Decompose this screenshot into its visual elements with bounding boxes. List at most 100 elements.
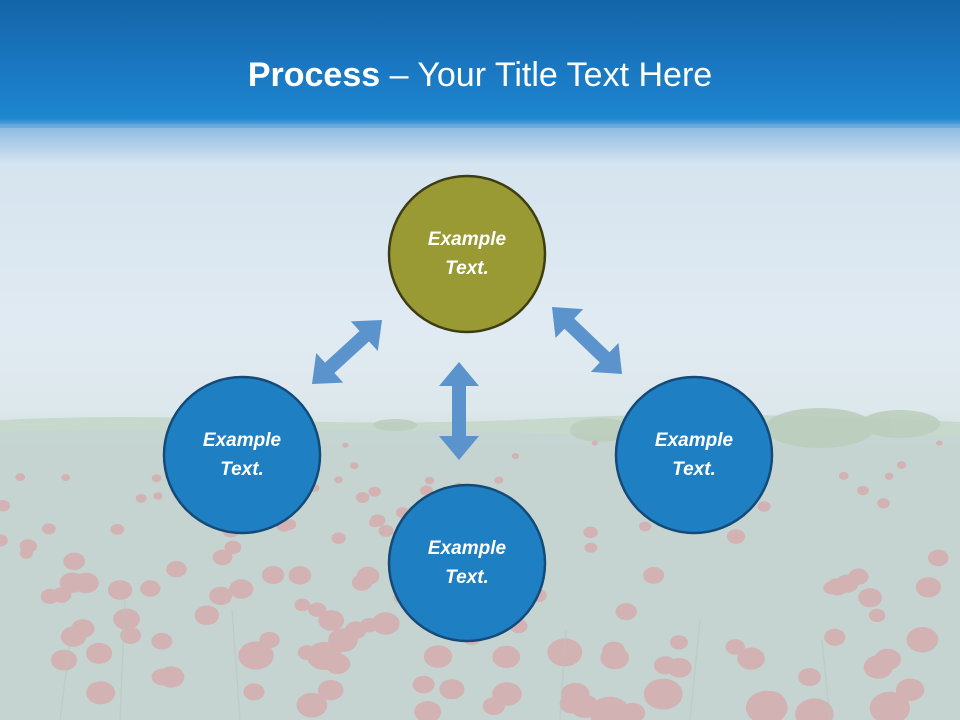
poppy-flower <box>745 690 788 720</box>
poppy-flower <box>423 645 453 668</box>
poppy-flower <box>308 602 327 617</box>
node-left-label: Example Text. <box>202 430 282 480</box>
title-bar-fade <box>0 124 960 164</box>
poppy-flower <box>412 675 435 694</box>
poppy-flower <box>874 648 901 671</box>
title-bar <box>0 0 960 128</box>
poppy-flower <box>328 628 358 652</box>
poppy-flower <box>71 619 95 638</box>
poppy-flower <box>86 681 116 705</box>
node-top-label: Example Text. <box>427 229 507 279</box>
poppy-flower <box>439 679 465 700</box>
poppy-flower <box>737 647 765 670</box>
poppy-flower <box>110 524 124 535</box>
poppy-flower <box>725 639 745 655</box>
poppy-flower <box>857 485 869 496</box>
node-bottom-circle[interactable] <box>387 483 547 643</box>
poppy-flower <box>19 548 33 559</box>
poppy-flower <box>858 588 882 608</box>
poppy-flower <box>615 603 637 621</box>
poppy-flower <box>135 493 147 503</box>
node-left-circle[interactable] <box>162 375 322 535</box>
poppy-flower <box>238 641 274 670</box>
poppy-flower <box>492 645 521 669</box>
poppy-flower <box>151 474 162 483</box>
poppy-flower <box>151 632 173 650</box>
poppy-flower <box>158 666 185 688</box>
poppy-flower <box>371 612 400 635</box>
poppy-flower <box>915 577 942 598</box>
poppy-flower <box>589 696 630 720</box>
poppy-flower <box>243 683 265 701</box>
poppy-flower <box>194 605 220 626</box>
poppy-flower <box>869 691 910 720</box>
poppy-flower <box>378 524 394 537</box>
node-right-circle[interactable] <box>614 375 774 535</box>
poppy-flower <box>331 532 346 544</box>
poppy-flower <box>643 678 683 710</box>
poppy-flower <box>494 476 504 484</box>
poppy-flower <box>757 501 771 512</box>
poppy-flower <box>824 628 846 646</box>
poppy-flower <box>350 462 359 470</box>
poppy-flower <box>288 566 312 585</box>
poppy-flower <box>928 549 949 567</box>
poppy-flower <box>61 474 70 481</box>
poppy-flower <box>619 702 646 720</box>
poppy-flower <box>414 701 442 720</box>
poppy-flower <box>209 586 233 606</box>
poppy-flower <box>212 549 233 566</box>
poppy-flower <box>15 473 26 481</box>
slide-title-bold: Process <box>247 56 381 94</box>
poppy-flower <box>296 692 328 718</box>
poppy-flower <box>63 552 85 570</box>
poppy-flower <box>261 566 285 584</box>
poppy-flower <box>368 518 380 528</box>
poppy-flower <box>153 492 163 500</box>
poppy-flower <box>896 461 907 469</box>
poppy-flower <box>0 534 8 547</box>
arrow-top-right <box>552 307 622 374</box>
poppy-flower <box>877 498 890 509</box>
poppy-flower <box>42 523 56 535</box>
slide-title-rest: – Your Title Text Here <box>380 56 713 94</box>
poppy-flower <box>482 697 505 715</box>
poppy-flower <box>297 645 317 661</box>
node-top-circle[interactable] <box>387 174 547 334</box>
poppy-flower <box>140 580 161 597</box>
poppy-flower <box>848 568 869 585</box>
arrow-top-left <box>312 320 382 384</box>
poppy-flower <box>838 472 849 480</box>
poppy-flower <box>294 598 311 612</box>
poppy-flower <box>643 567 665 584</box>
poppy-flower <box>368 486 381 497</box>
poppy-flower <box>726 529 746 544</box>
poppy-flower <box>334 476 343 484</box>
poppy-flower <box>113 608 140 630</box>
poppy-flower <box>906 627 939 653</box>
poppy-flower <box>86 642 113 664</box>
node-right-label: Example Text. <box>654 430 734 480</box>
poppy-flower <box>511 453 520 460</box>
poppy-flower <box>59 572 86 593</box>
poppy-flower <box>798 668 821 687</box>
poppy-flower <box>823 581 839 595</box>
poppy-flower <box>51 649 77 671</box>
poppy-flower <box>584 542 598 553</box>
poppy-flower <box>884 472 894 480</box>
poppy-flower <box>868 608 886 623</box>
poppy-flower <box>356 566 380 586</box>
poppy-flower <box>602 641 625 660</box>
poppy-flower <box>120 627 142 644</box>
poppy-flower <box>342 442 349 448</box>
poppy-flower <box>355 492 370 503</box>
poppy-flower <box>583 526 598 539</box>
poppy-flower <box>639 521 652 532</box>
poppy-flower <box>166 561 187 578</box>
slide-title: Process – Your Title Text Here <box>0 50 960 100</box>
poppy-flower <box>282 519 297 530</box>
poppy-flower <box>559 693 584 714</box>
poppy-flower <box>895 678 925 702</box>
poppy-flower <box>591 440 598 446</box>
